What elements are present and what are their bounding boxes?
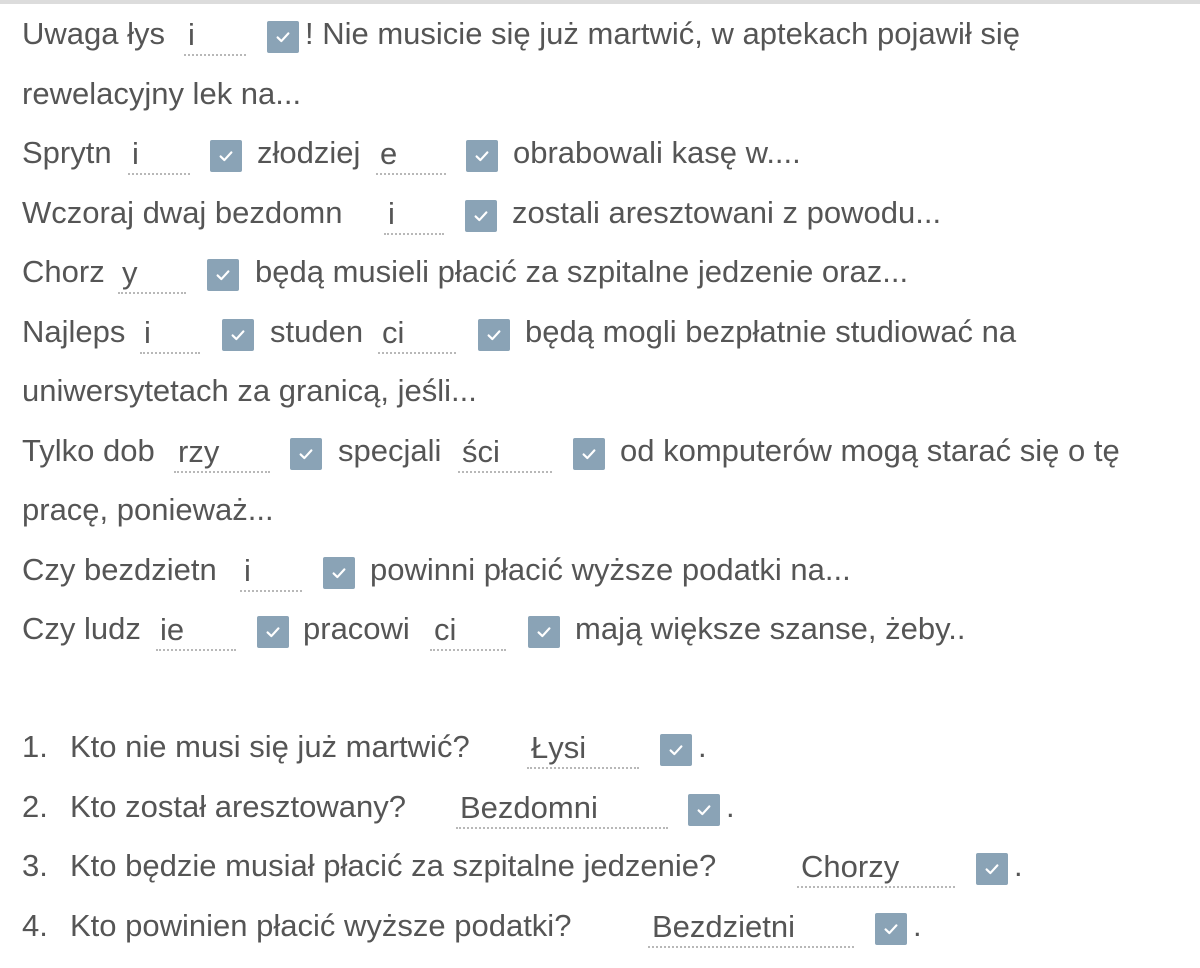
line-text: pracę, ponieważ... — [22, 492, 274, 527]
question-end: . — [726, 789, 735, 824]
question-text: Kto został aresztowany? — [70, 789, 407, 824]
check-icon — [222, 319, 254, 351]
answer-field[interactable]: i — [240, 552, 302, 592]
question-end: . — [698, 729, 707, 764]
line-text: Uwaga łys — [22, 16, 165, 51]
line-text: będą mogli bezpłatnie studiować na — [525, 314, 1017, 349]
line-text: Najleps — [22, 314, 126, 349]
answer-field[interactable]: ci — [378, 314, 456, 354]
check-icon — [660, 734, 692, 766]
check-icon — [465, 200, 497, 232]
answer-field[interactable]: e — [376, 135, 446, 175]
check-icon — [257, 616, 289, 648]
check-icon — [528, 616, 560, 648]
line-text: studen — [270, 314, 364, 349]
line-text: Czy ludz — [22, 611, 141, 646]
question-number: 3. — [22, 848, 48, 883]
answer-field[interactable]: i — [140, 314, 200, 354]
question-end: . — [913, 908, 922, 943]
answer-field[interactable]: Bezdomni — [456, 789, 668, 829]
line-text: Wczoraj dwaj bezdomn — [22, 195, 343, 230]
line-text: mają większe szanse, żeby.. — [575, 611, 966, 646]
answer-field[interactable]: ści — [458, 433, 552, 473]
question-end: . — [1014, 848, 1023, 883]
check-icon — [207, 259, 239, 291]
line-text: Czy bezdzietn — [22, 552, 217, 587]
line-text: ! Nie musicie się już martwić, w aptekac… — [305, 16, 1020, 51]
answer-field[interactable]: ci — [430, 611, 506, 651]
line-text: zostali aresztowani z powodu... — [512, 195, 942, 230]
answer-field[interactable]: i — [384, 195, 444, 235]
answer-field[interactable]: i — [184, 16, 246, 56]
line-text: będą musieli płacić za szpitalne jedzeni… — [255, 254, 909, 289]
line-text: obrabowali kasę w.... — [513, 135, 801, 170]
line-text: pracowi — [303, 611, 410, 646]
question-number: 2. — [22, 789, 48, 824]
check-icon — [688, 794, 720, 826]
check-icon — [478, 319, 510, 351]
check-icon — [210, 140, 242, 172]
line-text: specjali — [338, 433, 442, 468]
line-text: Sprytn — [22, 135, 112, 170]
answer-field[interactable]: rzy — [174, 433, 270, 473]
top-image-edge — [0, 0, 1200, 4]
check-icon — [323, 557, 355, 589]
check-icon — [875, 913, 907, 945]
line-text: powinni płacić wyższe podatki na... — [370, 552, 851, 587]
answer-field[interactable]: ie — [156, 611, 236, 651]
line-text: Chorz — [22, 254, 105, 289]
line-text: złodziej — [257, 135, 361, 170]
question-number: 1. — [22, 729, 48, 764]
question-text: Kto nie musi się już martwić? — [70, 729, 470, 764]
line-text: uniwersytetach za granicą, jeśli... — [22, 373, 477, 408]
line-text: rewelacyjny lek na... — [22, 76, 302, 111]
line-text: Tylko dob — [22, 433, 155, 468]
check-icon — [466, 140, 498, 172]
check-icon — [290, 438, 322, 470]
line-text: od komputerów mogą starać się o tę — [620, 433, 1120, 468]
answer-field[interactable]: i — [128, 135, 190, 175]
answer-field[interactable]: Chorzy — [797, 848, 955, 888]
answer-field[interactable]: Bezdzietni — [648, 908, 854, 948]
answer-field[interactable]: y — [118, 254, 186, 294]
check-icon — [573, 438, 605, 470]
question-text: Kto powinien płacić wyższe podatki? — [70, 908, 572, 943]
check-icon — [267, 21, 299, 53]
question-text: Kto będzie musiał płacić za szpitalne je… — [70, 848, 717, 883]
answer-field[interactable]: Łysi — [527, 729, 639, 769]
check-icon — [976, 853, 1008, 885]
question-number: 4. — [22, 908, 48, 943]
